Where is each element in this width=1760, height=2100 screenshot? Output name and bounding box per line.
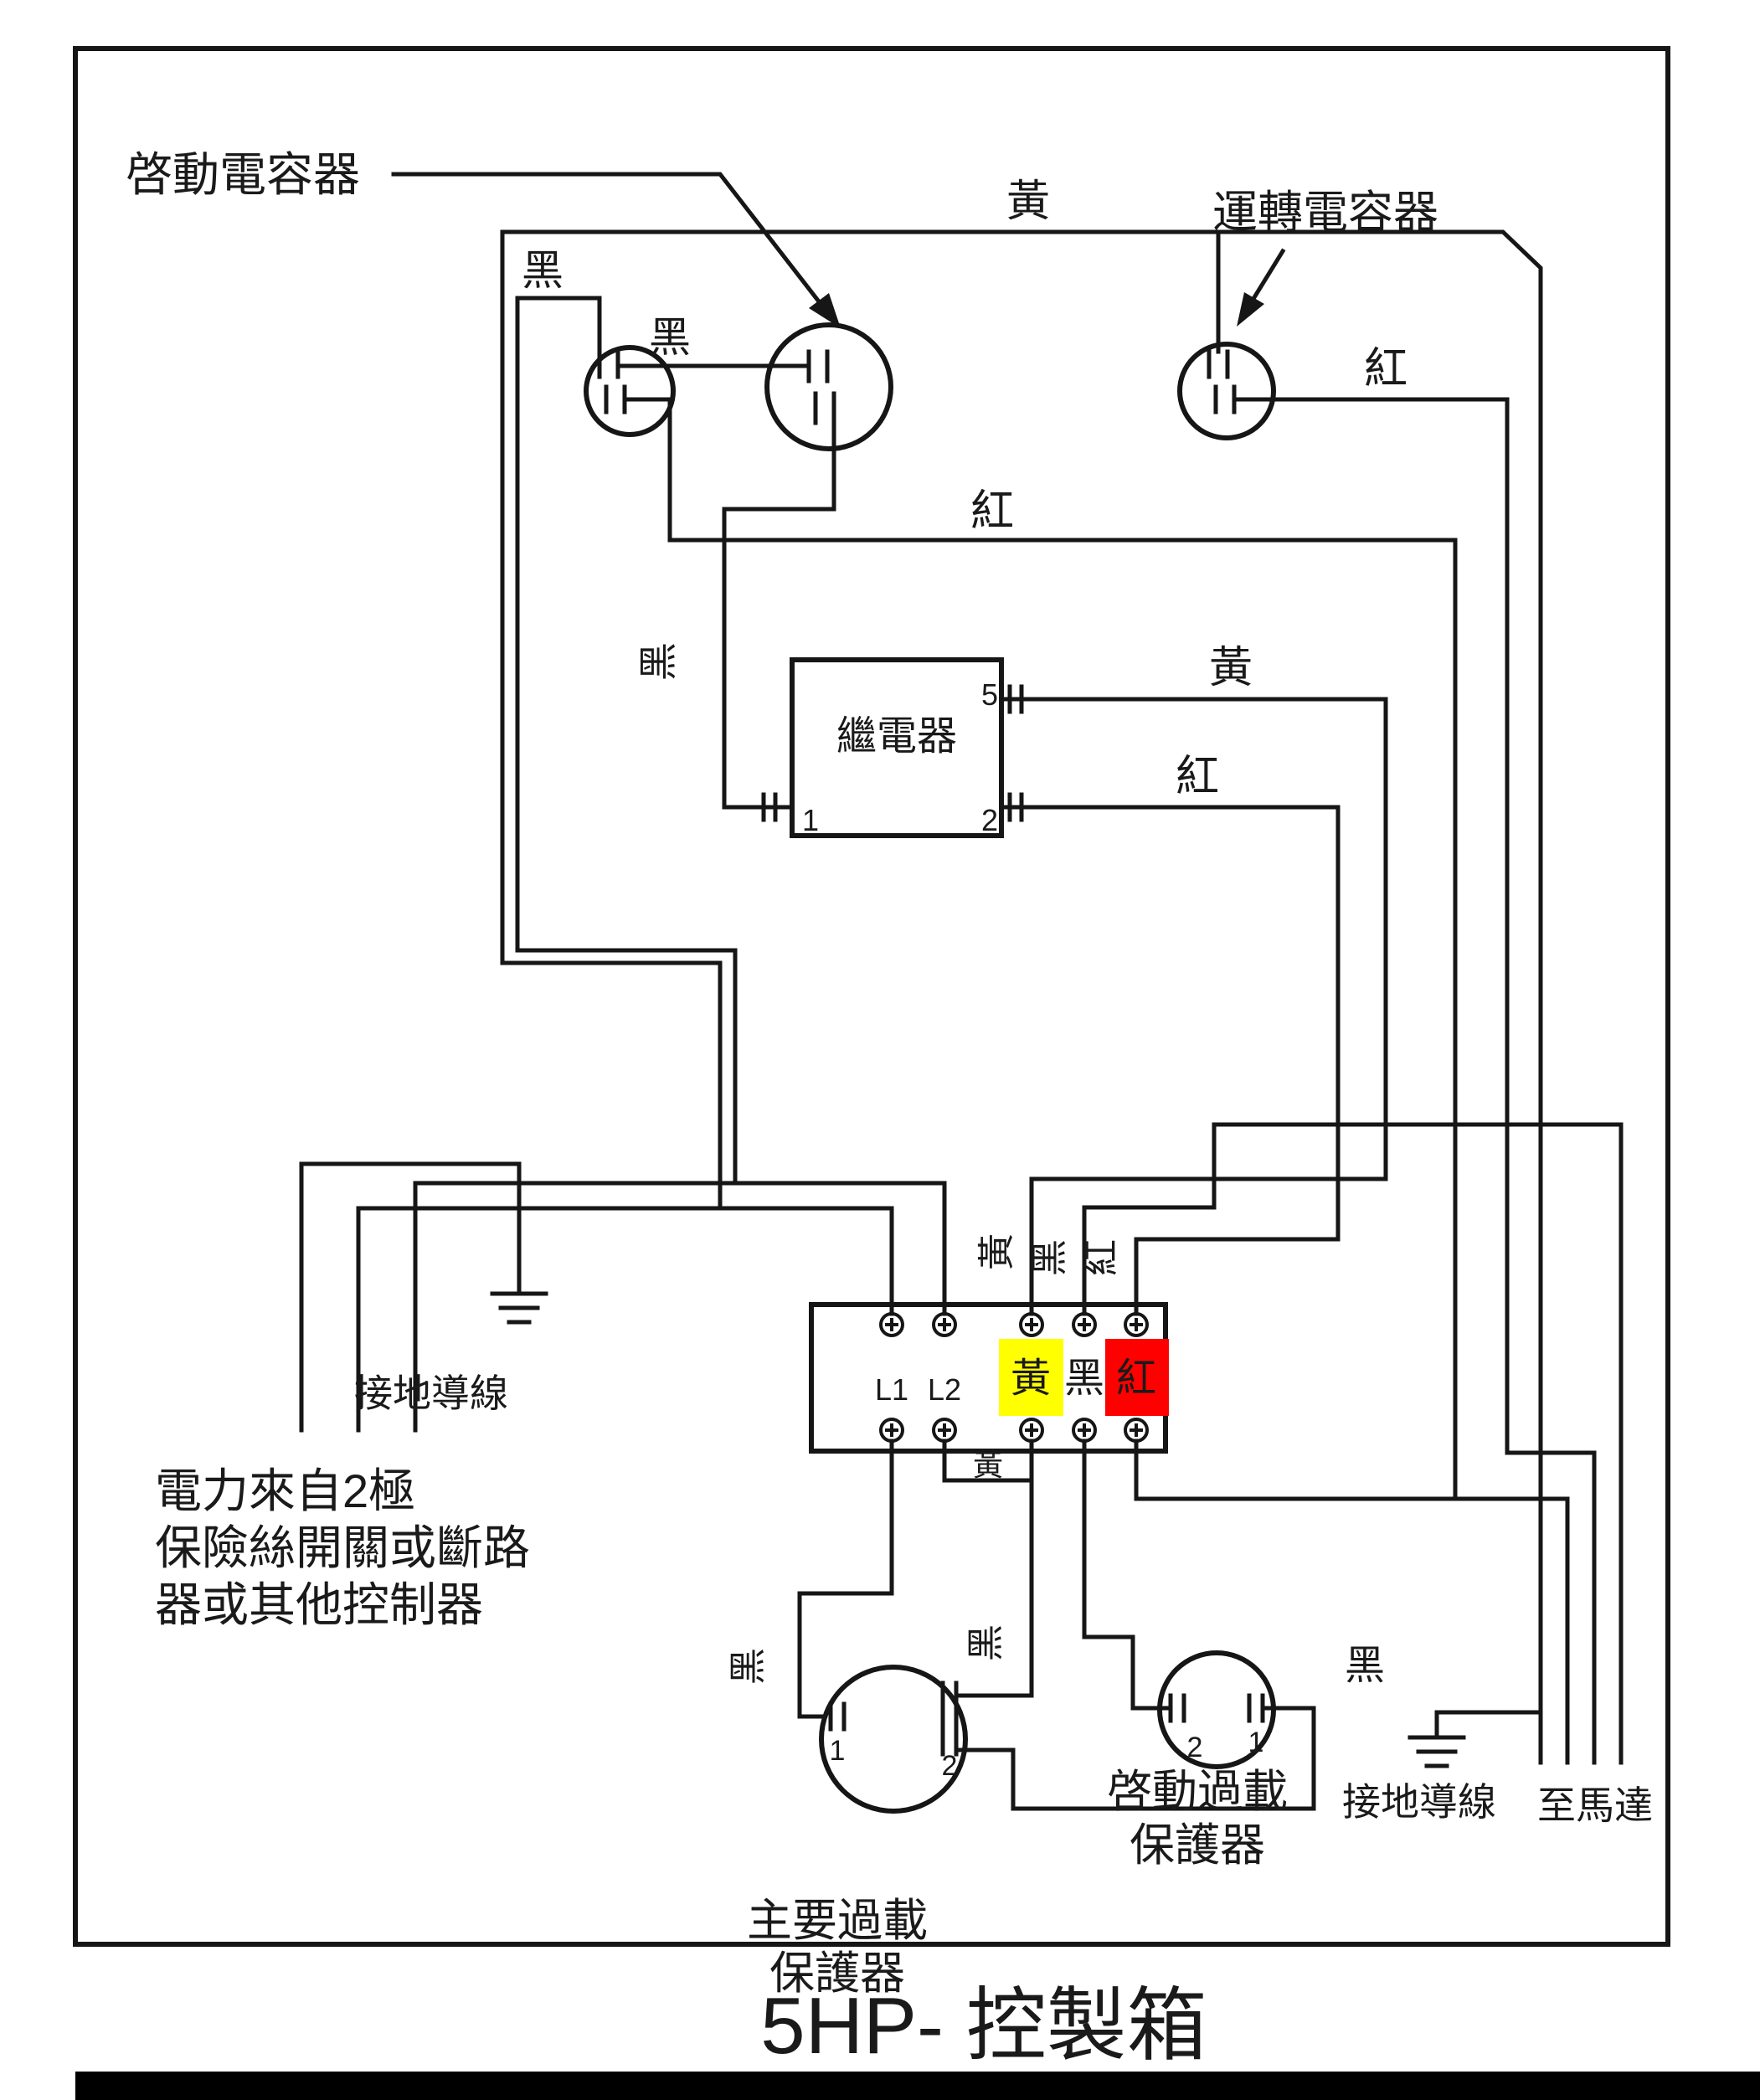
start-overload-label-line2: 保護器 [1130, 1820, 1265, 1871]
diagram-title: 5HP- 控製箱 [760, 1981, 1207, 2071]
yellow-left-descent [500, 229, 723, 1211]
relay-label: 繼電器 [836, 714, 957, 759]
ground-left-wire [299, 1161, 522, 1433]
relay-red-out-label: 紅 [1176, 753, 1219, 801]
rotated-black-label: 黑 [1029, 1239, 1070, 1276]
jumper-yellow-label: 黃 [973, 1448, 1003, 1482]
rotated-black-label-center: 黑 [965, 1624, 1006, 1661]
relay-pin5-label: 5 [981, 677, 998, 712]
terminal-l1-label: L1 [875, 1372, 908, 1407]
main-overload-protector [819, 1665, 968, 1814]
l2-feed-wire [413, 1181, 947, 1433]
run-capacitor-label: 運轉電容器 [1212, 188, 1438, 238]
main-overload-pin2-label: 2 [942, 1750, 958, 1782]
start-capacitor [764, 322, 893, 451]
start-overload-protector [1157, 1650, 1276, 1769]
black-top-motor-wire [1082, 1122, 1624, 1765]
black-wire-label-2: 黑 [649, 314, 691, 361]
main-overload-label-line2: 保護器 [769, 1948, 905, 1999]
start-overload-pin1-label: 1 [1248, 1727, 1264, 1758]
relay-yellow-out-label: 黃 [1209, 644, 1253, 692]
terminal-red-label: 紅 [1116, 1356, 1156, 1401]
power-source-line1: 電力來自2極 [155, 1464, 415, 1517]
relay-pin2-red-wire [999, 805, 1341, 1316]
main-overload-pin1-label: 1 [830, 1735, 846, 1767]
relay-pin5-yellow-wire [999, 697, 1388, 1316]
blackpost-to-start-overload-wire [1082, 1634, 1173, 1711]
yellow-top-wire [500, 229, 1543, 1765]
start-cap-arrow-icon [809, 293, 841, 328]
black-left-descent [515, 296, 738, 1186]
l1-to-main-overload-wire [797, 1439, 894, 1719]
black-wire-label-1: 黑 [522, 247, 564, 294]
post-row-top [879, 1312, 1149, 1337]
power-source-line2: 保險絲開關或斷路 [155, 1521, 530, 1574]
start-overload-pin2-label: 2 [1187, 1732, 1203, 1763]
post-row-bottom [879, 1418, 1149, 1443]
relay-pin1-label: 1 [802, 803, 819, 837]
start-capacitor-label: 啓動電容器 [126, 148, 360, 201]
startcap-to-relay-wire [722, 408, 836, 810]
terminal-posts [879, 1312, 1149, 1443]
wires [299, 172, 1624, 1811]
to-motor-label: 至馬達 [1537, 1783, 1653, 1827]
black-right-label: 黑 [1345, 1644, 1385, 1688]
start-overload-label-line1: 啓動過載 [1107, 1767, 1288, 1817]
run-capacitor [1177, 342, 1276, 440]
rotated-black-label-mid: 黑 [636, 642, 680, 681]
yellow-top-wire-label: 黃 [1006, 178, 1050, 226]
runcap-red-wire [1232, 397, 1597, 1765]
terminal-yellow-label: 黃 [1011, 1356, 1051, 1401]
l1-feed-wire [356, 1206, 894, 1433]
red-highlight [1105, 1339, 1169, 1416]
ground-symbol-right [1407, 1735, 1466, 1768]
terminal-l2-label: L2 [928, 1372, 961, 1407]
yellow-highlight [999, 1339, 1063, 1416]
rotated-red-label: 紅 [1081, 1239, 1122, 1276]
start-cap-pointer-line [391, 172, 839, 327]
main-to-start-overload-wire [954, 1706, 1316, 1811]
main-overload-label-line1: 主要過載 [747, 1896, 928, 1946]
aux-capacitor [584, 345, 676, 437]
red-long-wire-label: 紅 [970, 487, 1014, 536]
control-box-border [73, 46, 1670, 1947]
ground-symbol-left [490, 1291, 548, 1325]
ground-right-wire [1434, 1710, 1543, 1740]
rotated-yellow-label: 黃 [976, 1233, 1017, 1270]
red-long-wire [622, 397, 1458, 1501]
run-cap-pointer-line [1248, 248, 1286, 305]
relay-pin2-label: 2 [981, 803, 998, 837]
yellowpost-to-main-overload-wire [954, 1439, 1034, 1698]
power-source-line3: 器或其他控制器 [155, 1578, 483, 1631]
run-cap-arrow-icon [1237, 292, 1264, 327]
red-runcap-wire-label: 紅 [1364, 345, 1407, 394]
relay-box [761, 657, 1024, 838]
rotated-black-label-left: 黑 [728, 1648, 769, 1685]
ground-right-label: 接地導線 [1342, 1780, 1496, 1824]
terminal-block [809, 1302, 1169, 1454]
terminal-black-label: 黑 [1064, 1356, 1104, 1401]
ground-left-label: 接地導線 [354, 1372, 508, 1415]
bottom-black-bar [75, 2072, 1760, 2100]
